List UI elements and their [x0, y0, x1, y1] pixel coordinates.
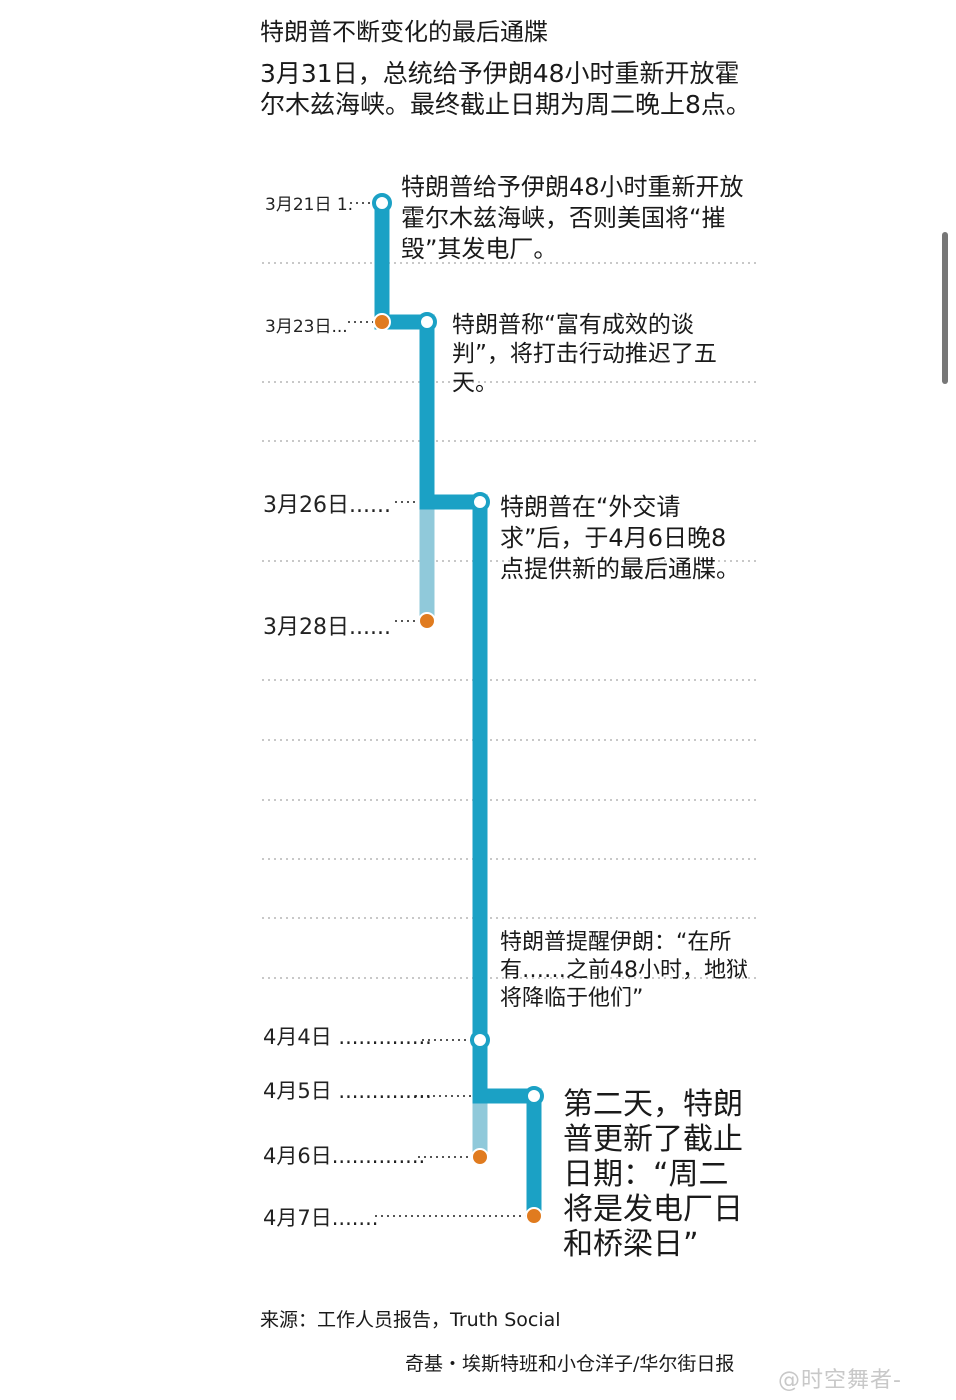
watermark: @时空舞者- [778, 1368, 902, 1393]
announcement-dot [372, 193, 392, 213]
date-label: 4月5日 .............. [263, 1079, 432, 1103]
chart-title: 特朗普不断变化的最后通牒 [260, 18, 548, 46]
source-note: 来源：工作人员报告，Truth Social [260, 1309, 561, 1331]
date-label: 4月7日....... [263, 1206, 379, 1230]
announcement-dot [470, 492, 490, 512]
date-label: 4月6日.............. [263, 1144, 426, 1168]
chart-subtitle: 3月31日，总统给予伊朗48小时重新开放霍尔木兹海峡。最终截止日期为周二晚上8点… [260, 59, 751, 119]
date-label: 3月21日 1. [265, 195, 354, 215]
announcement-dot [470, 1030, 490, 1050]
deadline-dot [418, 612, 436, 630]
date-label: 3月28日...... [263, 615, 391, 640]
announcement-dot [524, 1086, 544, 1106]
scrollbar[interactable] [942, 232, 948, 384]
announcement-text: 特朗普在“外交请求”后，于4月6日晚8点提供新的最后通牒。 [500, 493, 740, 583]
deadline-dot [373, 313, 391, 331]
deadline-dot [471, 1148, 489, 1166]
deadline-dot [525, 1207, 543, 1225]
date-label: 3月26日...... [263, 493, 391, 518]
announcement-text: 特朗普给予伊朗48小时重新开放霍尔木兹海峡，否则美国将“摧毁”其发电厂。 [401, 173, 744, 263]
credit-line: 奇基・埃斯特班和小仓洋子/华尔街日报 [405, 1353, 735, 1375]
announcement-dot [417, 312, 437, 332]
announcement-text: 特朗普称“富有成效的谈判”，将打击行动推迟了五天。 [452, 312, 717, 396]
date-label: 4月4日 .............. [263, 1025, 432, 1049]
timeline-chart [262, 193, 756, 1225]
date-label: 3月23日... [265, 317, 348, 337]
announcement-text: 特朗普提醒伊朗：“在所有……之前48小时，地狱将降临于他们” [500, 930, 748, 1011]
announcement-text: 第二天，特朗普更新了截止日期：“周二将是发电厂日和桥梁日” [563, 1087, 743, 1262]
